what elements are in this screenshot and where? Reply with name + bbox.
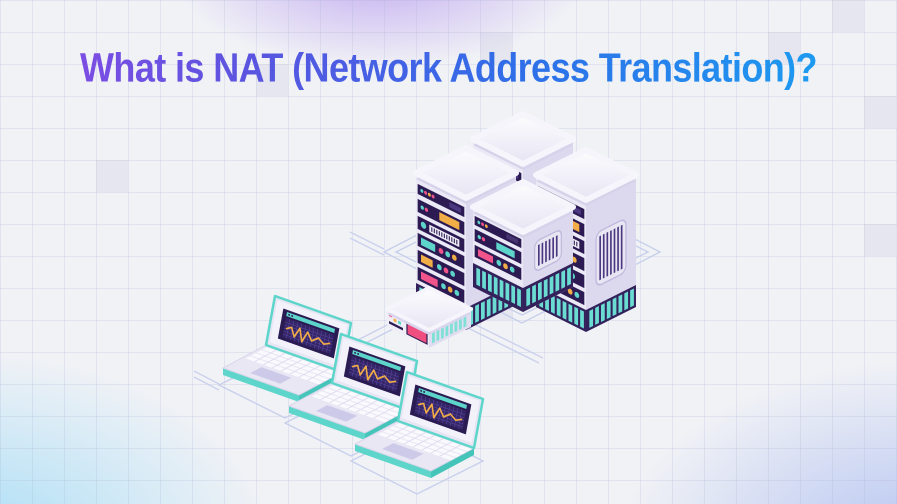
grid-accent-cell [256, 64, 288, 96]
grid-accent-cell [832, 0, 864, 32]
server-tower-icon [473, 182, 573, 312]
grid-accent-cell [768, 32, 800, 64]
grid-accent-cell [864, 224, 896, 256]
grid-accent-cell [96, 160, 128, 192]
router-icon [385, 286, 473, 348]
grid-accent-cell [864, 96, 896, 128]
page-title: What is NAT (Network Address Translation… [0, 44, 897, 91]
grid-accent-cell [480, 32, 512, 64]
